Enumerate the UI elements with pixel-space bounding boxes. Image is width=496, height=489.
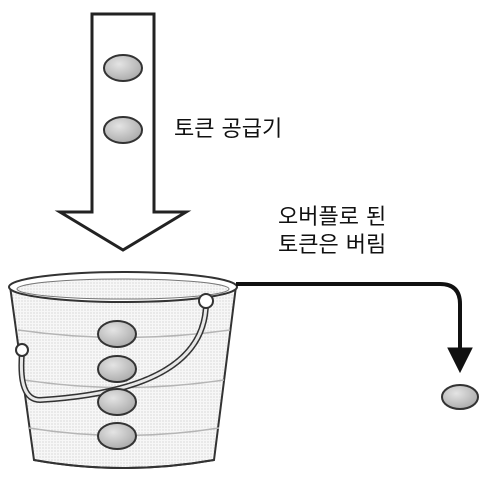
discarded-token [441, 384, 479, 410]
overflow-discard-label: 오버플로 된 토큰은 버림 [278, 204, 386, 260]
token-in-bucket [97, 422, 137, 450]
bucket-handle [15, 293, 214, 404]
token-in-bucket [97, 388, 137, 416]
token-in-bucket [97, 320, 137, 348]
token-in-arrow [103, 54, 143, 82]
overflow-label-line-2: 토큰은 버림 [278, 233, 387, 258]
token-in-bucket [97, 355, 137, 383]
overflow-arrow [236, 282, 473, 374]
token-in-arrow [103, 116, 143, 144]
token-supplier-label: 토큰 공급기 [174, 117, 283, 142]
overflow-label-line-1: 오버플로 된 [278, 205, 387, 230]
